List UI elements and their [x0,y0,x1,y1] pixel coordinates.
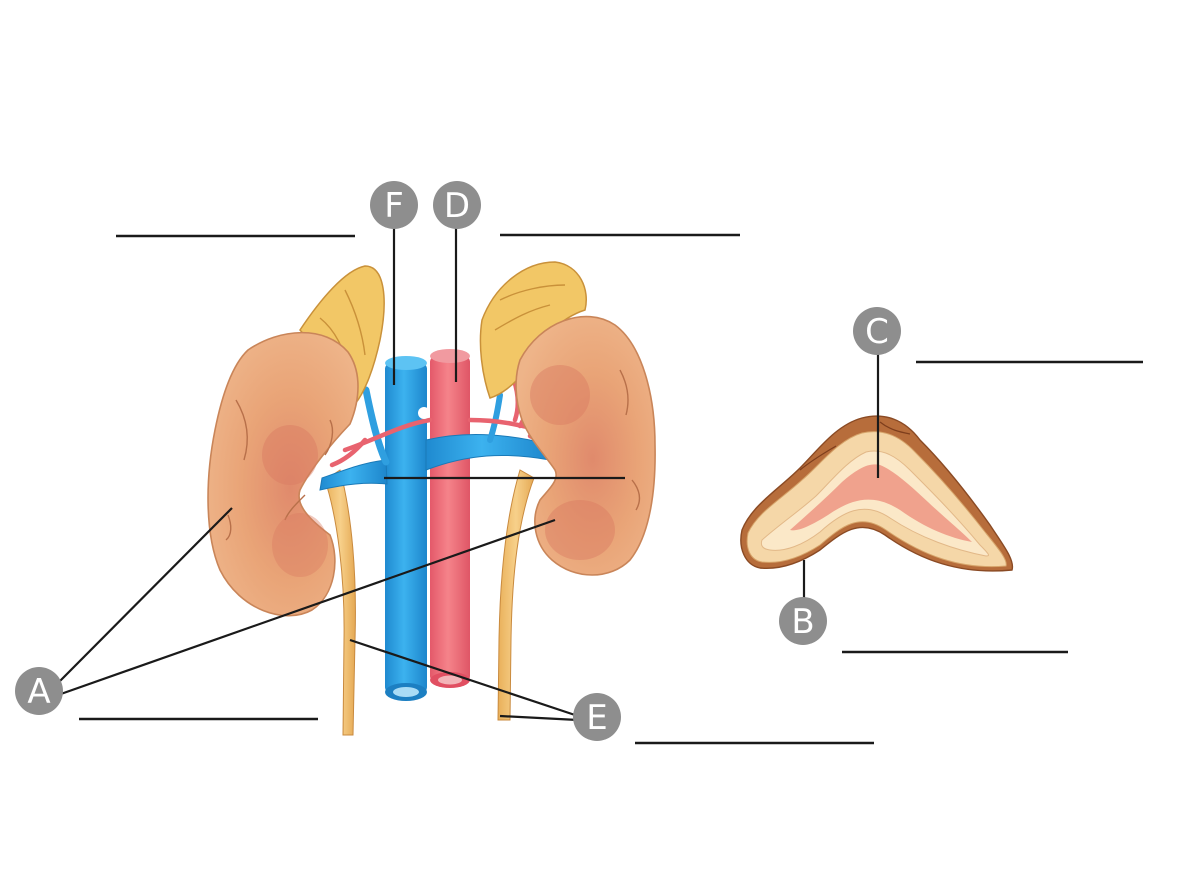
label-c-text: C [865,312,889,352]
answer-blanks [79,233,1143,745]
label-badge-e: E [573,693,621,741]
adrenal-cross-section [740,415,1014,572]
vena-cava [385,356,427,701]
label-badge-a: A [15,667,63,715]
label-f-text: F [384,186,404,226]
right-vein-branch [487,392,503,443]
label-a-text: A [27,672,50,712]
left-ureter [324,469,356,736]
label-badge-b: B [779,597,827,645]
left-kidney [207,331,359,617]
aorta [430,349,470,688]
leader-lines [57,225,880,722]
label-badge-f: F [370,181,418,229]
right-kidney [515,315,656,576]
label-e-text: E [586,698,607,738]
label-b-text: B [791,602,814,642]
label-badge-c: C [853,307,901,355]
vessel-gap [418,407,430,419]
left-renal-vein [319,459,388,491]
right-ureter [497,469,535,721]
label-badge-d: D [433,181,481,229]
left-vein-branch [362,386,390,466]
label-d-text: D [444,186,470,226]
